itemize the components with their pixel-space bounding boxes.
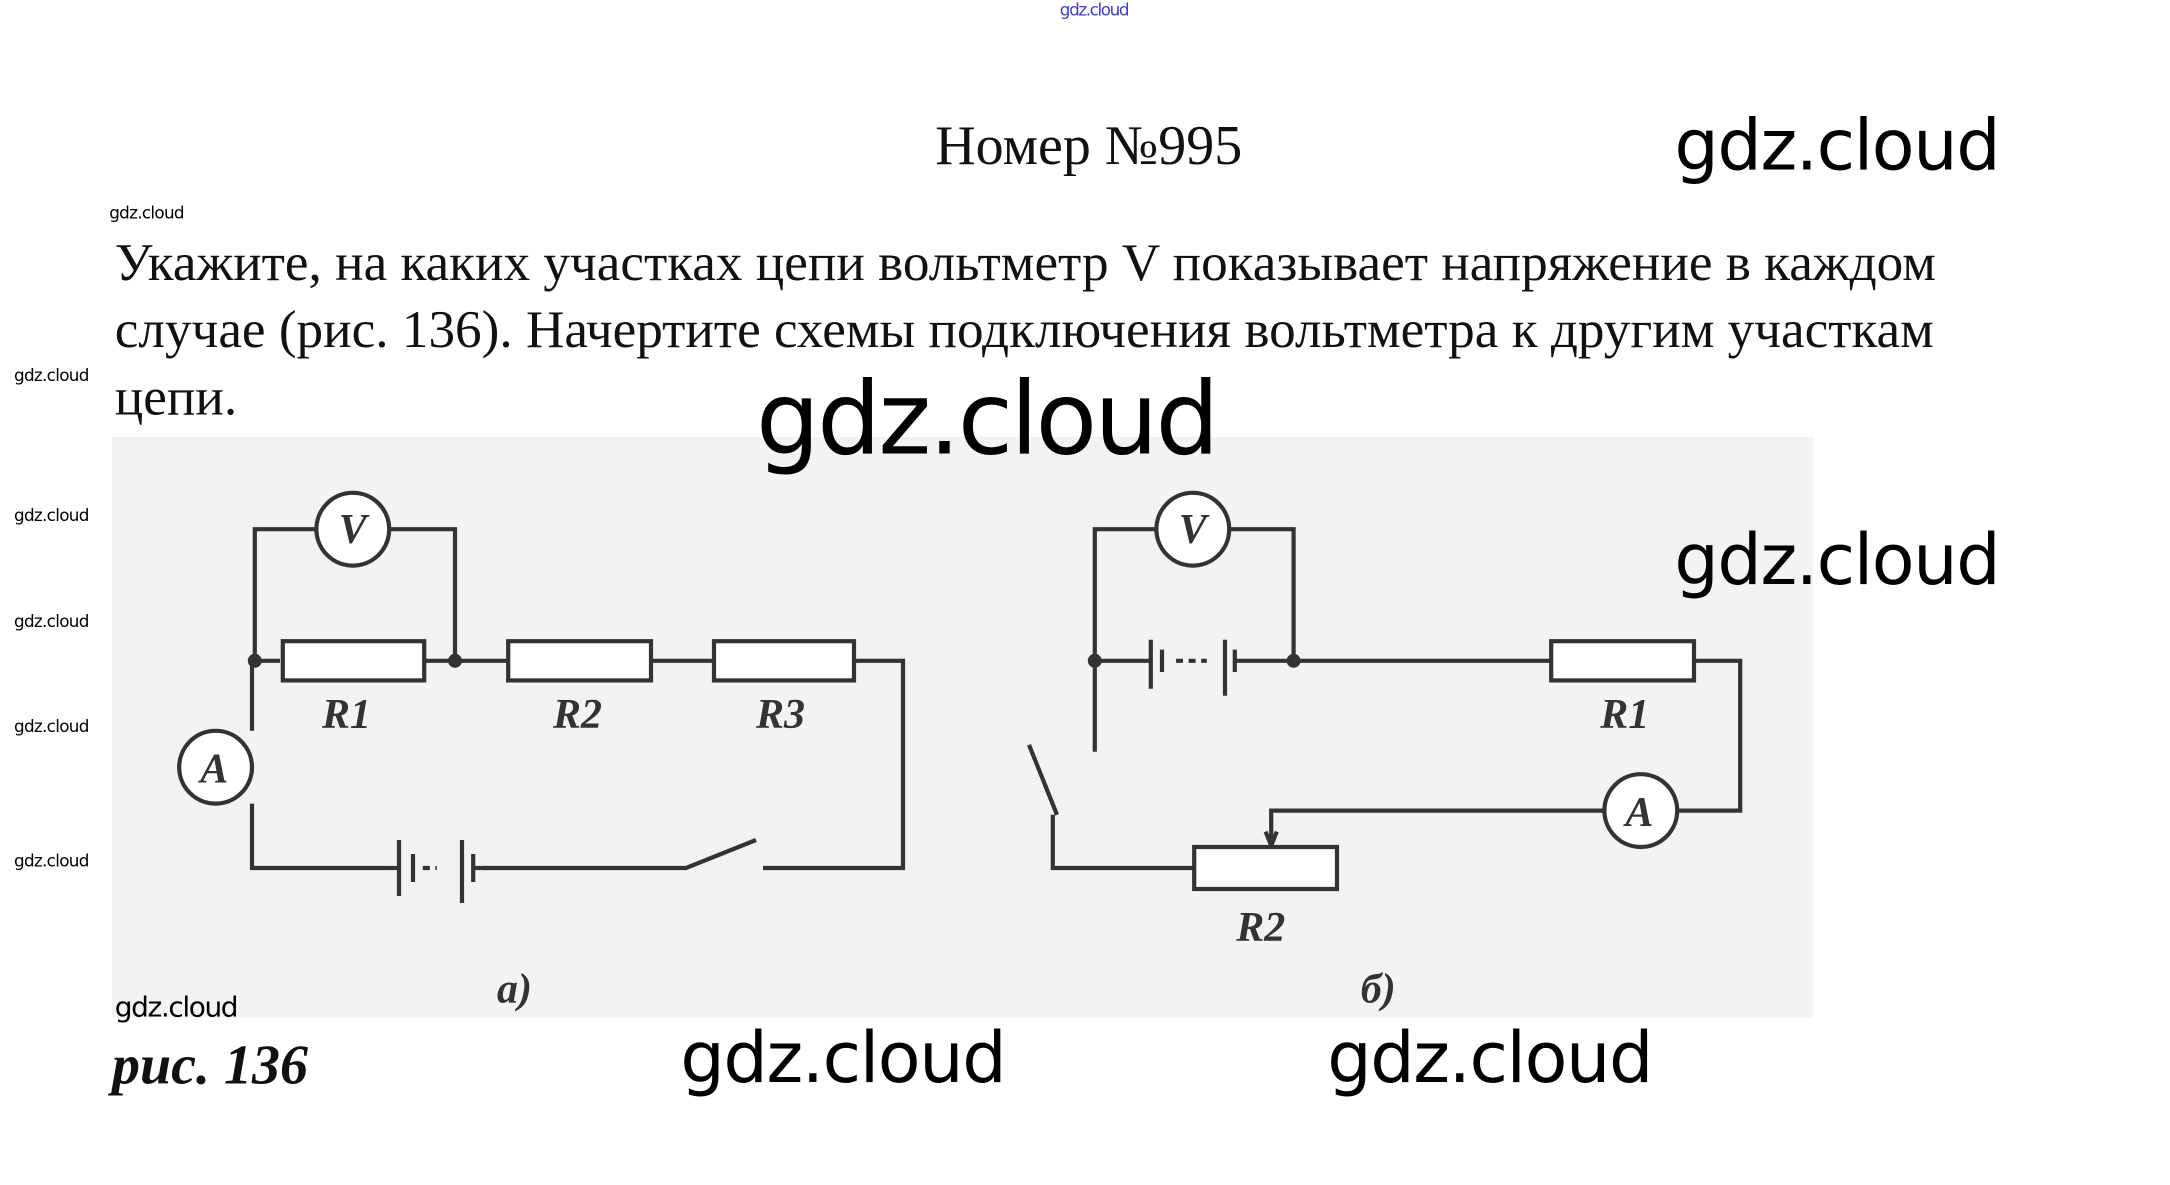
figure-caption: рис. 136 — [112, 1033, 308, 1097]
subfigure-label: б) — [1361, 966, 1396, 1012]
watermark: gdz.cloud — [680, 1017, 1006, 1099]
watermark: gdz.cloud — [14, 716, 89, 737]
page-title: Номер №995 — [935, 113, 1243, 177]
watermark: gdz.cloud — [14, 611, 89, 632]
resistor-label: R3 — [755, 692, 805, 738]
task-text: Укажите, на каких участках цепи вольтмет… — [114, 233, 1936, 427]
watermark: gdz.cloud — [14, 851, 89, 871]
voltmeter-a — [314, 490, 392, 568]
voltmeter-a-label: V — [339, 507, 370, 553]
circuit-a — [177, 490, 906, 903]
watermark: gdz.cloud — [1674, 519, 2000, 601]
watermark: gdz.cloud — [14, 505, 89, 525]
watermark: gdz.cloud — [756, 359, 1219, 478]
watermark: gdz.cloud — [109, 203, 184, 223]
voltmeter-b-label: V — [1179, 507, 1210, 553]
ammeter-b-label: A — [1622, 790, 1653, 836]
ammeter-b — [1602, 772, 1680, 850]
voltmeter-b — [1154, 490, 1232, 568]
circuit-b — [1027, 490, 1743, 892]
resistor-label: R1 — [321, 692, 371, 738]
watermark: gdz.cloud — [1674, 105, 2000, 187]
ammeter-a-label: A — [197, 747, 228, 793]
resistor-label: R1 — [1599, 692, 1649, 738]
watermark: gdz.cloud — [114, 989, 239, 1024]
circuit-figure: V A R1 R2 R3 а) V A R1 R2 б) — [112, 436, 1813, 1018]
resistor-label: R2 — [552, 692, 602, 738]
subfigure-label: а) — [497, 966, 532, 1012]
watermark: gdz.cloud — [1327, 1017, 1653, 1099]
watermark: gdz.cloud — [14, 365, 89, 385]
resistor-label: R2 — [1235, 905, 1285, 951]
circuit-diagram: V A R1 R2 R3 а) V A R1 R2 б) — [112, 436, 1813, 1018]
ammeter-a — [177, 728, 255, 806]
header-link[interactable]: gdz.cloud — [1059, 0, 1130, 20]
